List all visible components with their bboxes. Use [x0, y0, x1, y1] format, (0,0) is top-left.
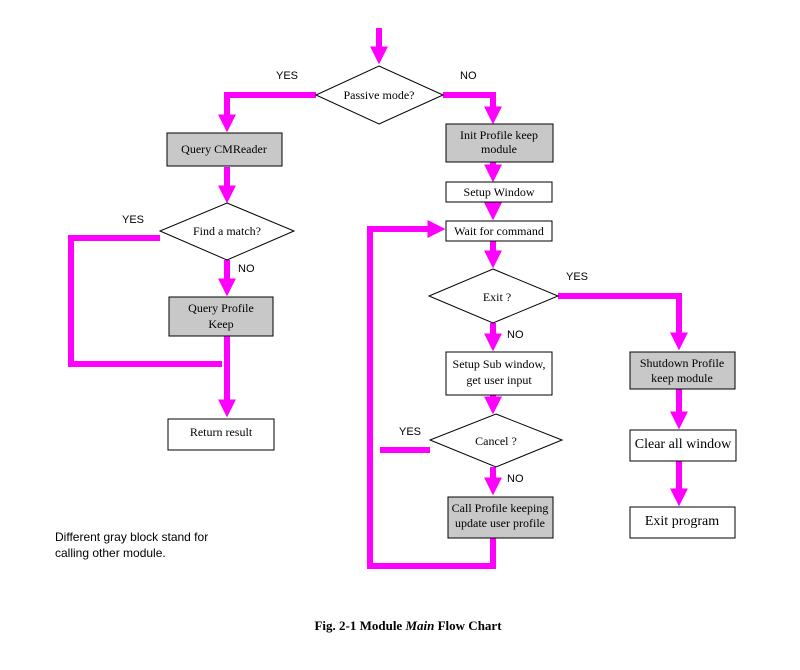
arrow-passive-yes	[218, 92, 316, 133]
figure-caption: Fig. 2-1 Module Main Flow Chart	[314, 618, 502, 633]
node-exit-program: Exit program	[629, 506, 736, 539]
connectors	[68, 28, 688, 569]
setup-window-label: Setup Window	[464, 185, 535, 199]
node-return-result: Return result	[167, 418, 275, 451]
note-line-2: calling other module.	[55, 546, 166, 560]
query-cmreader-label: Query CMReader	[181, 142, 267, 156]
cancel-yes-label: YES	[399, 426, 421, 438]
node-cancel-decision: Cancel ?	[428, 413, 564, 468]
node-clear-all-window: Clear all window	[629, 429, 737, 462]
return-result-label: Return result	[190, 425, 253, 439]
match-yes-label: YES	[122, 214, 144, 226]
shutdown-label-1: Shutdown Profile	[640, 356, 724, 370]
setup-sub-label-1: Setup Sub window,	[453, 357, 546, 371]
init-profile-label-2: module	[481, 142, 517, 156]
wait-command-label: Wait for command	[454, 224, 544, 238]
node-setup-sub-window: Setup Sub window, get user input	[445, 351, 553, 396]
branch-labels: YES NO YES NO YES NO YES NO	[122, 70, 588, 485]
query-profile-label-2: Keep	[208, 317, 233, 331]
init-profile-label-1: Init Profile keep	[460, 128, 538, 142]
node-call-profile-keeping: Call Profile keeping update user profile	[447, 496, 554, 539]
node-shutdown-profile: Shutdown Profile keep module	[629, 351, 736, 390]
cancel-decision-label: Cancel ?	[475, 434, 517, 448]
query-profile-label-1: Query Profile	[188, 301, 254, 315]
node-wait-command: Wait for command	[445, 220, 553, 242]
node-query-profile-keep: Query Profile Keep	[168, 296, 274, 337]
passive-yes-label: YES	[276, 70, 298, 82]
node-init-profile: Init Profile keep module	[445, 123, 554, 163]
arrow-match-yes	[68, 235, 222, 367]
passive-mode-label: Passive mode?	[344, 88, 415, 102]
exit-decision-label: Exit ?	[483, 290, 511, 304]
legend-note: Different gray block stand for calling o…	[55, 530, 208, 560]
caption-prefix: Fig. 2-1 Module	[314, 618, 405, 633]
match-no-label: NO	[238, 263, 255, 275]
arrow-loop-back	[367, 220, 496, 569]
find-match-label: Find a match?	[193, 224, 261, 238]
note-line-1: Different gray block stand for	[55, 530, 208, 544]
arrow-passive-no	[443, 92, 502, 125]
caption-suffix: Flow Chart	[434, 618, 502, 633]
shutdown-label-2: keep module	[651, 371, 713, 385]
cancel-no-label: NO	[507, 473, 524, 485]
call-profile-label-2: update user profile	[455, 516, 545, 530]
call-profile-label-1: Call Profile keeping	[452, 501, 549, 515]
exit-yes-label: YES	[566, 271, 588, 283]
passive-no-label: NO	[460, 70, 477, 82]
setup-sub-label-2: get user input	[466, 373, 532, 387]
node-passive-mode: Passive mode?	[314, 65, 445, 125]
node-query-cmreader: Query CMReader	[166, 132, 283, 167]
exit-no-label: NO	[507, 329, 524, 341]
clear-all-label: Clear all window	[635, 437, 732, 452]
node-setup-window: Setup Window	[445, 181, 553, 203]
caption-emphasis: Main	[404, 618, 434, 633]
exit-program-label: Exit program	[645, 514, 719, 529]
node-find-match: Find a match?	[158, 202, 296, 261]
arrow-exit-yes	[558, 293, 688, 351]
node-exit-decision: Exit ?	[427, 268, 560, 324]
